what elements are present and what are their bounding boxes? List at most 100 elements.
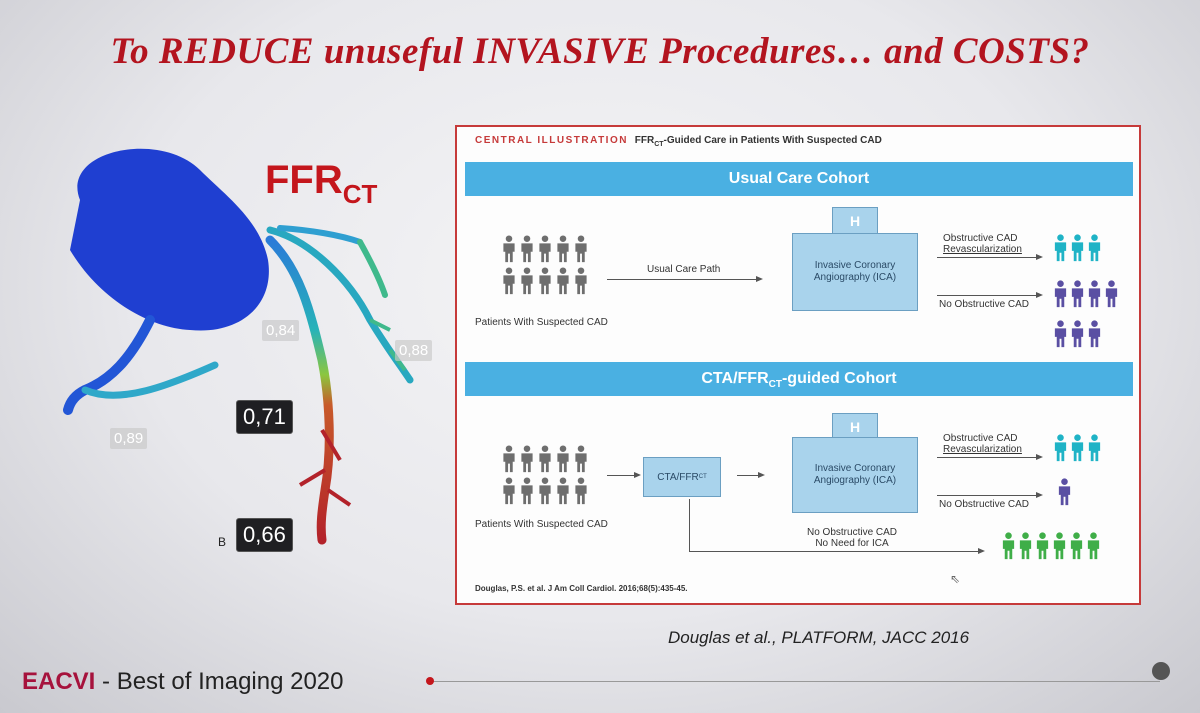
usual-no-obstructive-people-row1: [1053, 279, 1119, 309]
person-icon: [1088, 320, 1101, 348]
guided-patients-group: [501, 445, 589, 505]
ffr-main-text: FFR: [265, 158, 343, 202]
person-icon: [539, 267, 551, 295]
guided-band-sub: CT: [768, 379, 782, 391]
guided-ica-line1: Invasive Coronary: [814, 463, 896, 474]
usual-obstructive-arrow: [937, 254, 1043, 260]
person-icon: [539, 235, 551, 263]
person-icon: [1088, 280, 1101, 308]
usual-obstructive-line2: Revascularization: [943, 244, 1022, 255]
guided-outcome-no-obstructive: No Obstructive CAD: [939, 499, 1030, 510]
footer-brand: EACVI: [22, 668, 96, 695]
ffr-value-071: 0,71: [236, 400, 293, 434]
usual-revasc-people: [1053, 233, 1102, 263]
bypass-arrow: [689, 548, 985, 554]
person-icon: [575, 267, 587, 295]
person-icon: [557, 235, 569, 263]
person-icon: [539, 445, 551, 473]
bypass-line-vertical: [689, 499, 690, 551]
no-need-line1: No Obstructive CAD: [807, 527, 898, 538]
usual-outcome-no-obstructive: No Obstructive CAD: [939, 299, 1030, 310]
person-icon: [1053, 532, 1066, 560]
guided-no-obstructive-people: [1057, 477, 1072, 507]
usual-care-path-arrow: [607, 276, 763, 282]
person-icon: [1054, 434, 1067, 462]
no-need-line2: No Need for ICA: [815, 538, 889, 549]
usual-ica-line1: Invasive Coronary: [814, 260, 896, 271]
person-icon: [1071, 234, 1084, 262]
person-icon: [503, 235, 515, 263]
guided-obstructive-arrow: [937, 454, 1043, 460]
header-title-post: -Guided Care in Patients With Suspected …: [663, 135, 882, 146]
guided-hospital-icon: H: [832, 413, 878, 441]
person-icon: [1088, 234, 1101, 262]
person-icon: [521, 267, 533, 295]
person-icon: [1071, 434, 1084, 462]
person-icon: [521, 235, 533, 263]
guided-obstructive-line2: Revascularization: [943, 444, 1022, 455]
guided-band-pre: CTA/FFR: [701, 370, 769, 387]
person-icon: [1058, 478, 1071, 506]
guided-cohort-band: CTA/FFRCT-guided Cohort: [465, 362, 1133, 396]
person-icon: [1036, 532, 1049, 560]
guided-band-post: -guided Cohort: [781, 370, 897, 387]
no-need-ica-people: [1001, 531, 1101, 561]
illustration-header: CENTRAL ILLUSTRATION FFRCT-Guided Care i…: [475, 135, 882, 148]
central-illustration: CENTRAL ILLUSTRATION FFRCT-Guided Care i…: [455, 125, 1141, 605]
ffr-ct-label: FFRCT: [265, 158, 377, 210]
ffr-value-084: 0,84: [262, 320, 300, 341]
person-icon: [1105, 280, 1118, 308]
footer-text: - Best of Imaging 2020: [95, 668, 344, 695]
person-icon: [557, 477, 569, 505]
usual-hospital-icon: H: [832, 207, 878, 235]
person-icon: [1019, 532, 1032, 560]
header-title-pre: FFR: [634, 135, 655, 146]
ffr-value-088: 0,88: [395, 340, 433, 361]
usual-no-obstructive-arrow: [937, 292, 1043, 298]
guided-no-obstructive-arrow: [937, 492, 1043, 498]
header-tag: CENTRAL ILLUSTRATION: [475, 135, 628, 146]
person-icon: [1054, 320, 1067, 348]
ffr-value-066: 0,66: [236, 518, 293, 552]
ffr-sub-text: CT: [342, 179, 378, 209]
person-icon: [503, 267, 515, 295]
person-icon: [1071, 320, 1084, 348]
usual-patients-label: Patients With Suspected CAD: [475, 317, 608, 328]
header-title-sub: CT: [654, 141, 664, 148]
person-icon: [539, 477, 551, 505]
usual-care-band: Usual Care Cohort: [465, 162, 1133, 196]
usual-obstructive-line1: Obstructive CAD: [943, 233, 1018, 244]
cta-box-sub: CT: [698, 474, 707, 480]
person-icon: [1087, 532, 1100, 560]
ffr-value-089: 0,89: [110, 428, 148, 449]
person-icon: [521, 477, 533, 505]
person-icon: [1070, 532, 1083, 560]
slide-title: To REDUCE unuseful INVASIVE Procedures… …: [110, 31, 1090, 72]
person-icon: [503, 445, 515, 473]
person-icon: [503, 477, 515, 505]
panel-letter: B: [218, 535, 227, 549]
cta-box-pre: CTA/FFR: [657, 471, 699, 483]
person-icon: [1071, 280, 1084, 308]
progress-knob-icon: [1152, 662, 1170, 680]
footer-dot-icon: [426, 677, 434, 685]
guided-patients-label: Patients With Suspected CAD: [475, 519, 608, 530]
person-icon: [557, 267, 569, 295]
person-icon: [1088, 434, 1101, 462]
mouse-cursor-icon: ⇖: [950, 572, 961, 586]
person-icon: [1054, 280, 1067, 308]
person-icon: [1002, 532, 1015, 560]
cta-to-ica-arrow: [737, 472, 765, 478]
slide-reference: Douglas et al., PLATFORM, JACC 2016: [668, 628, 970, 647]
person-icon: [575, 235, 587, 263]
coronary-tree-image: [63, 148, 414, 545]
guided-obstructive-line1: Obstructive CAD: [943, 433, 1018, 444]
person-icon: [521, 445, 533, 473]
person-icon: [575, 477, 587, 505]
